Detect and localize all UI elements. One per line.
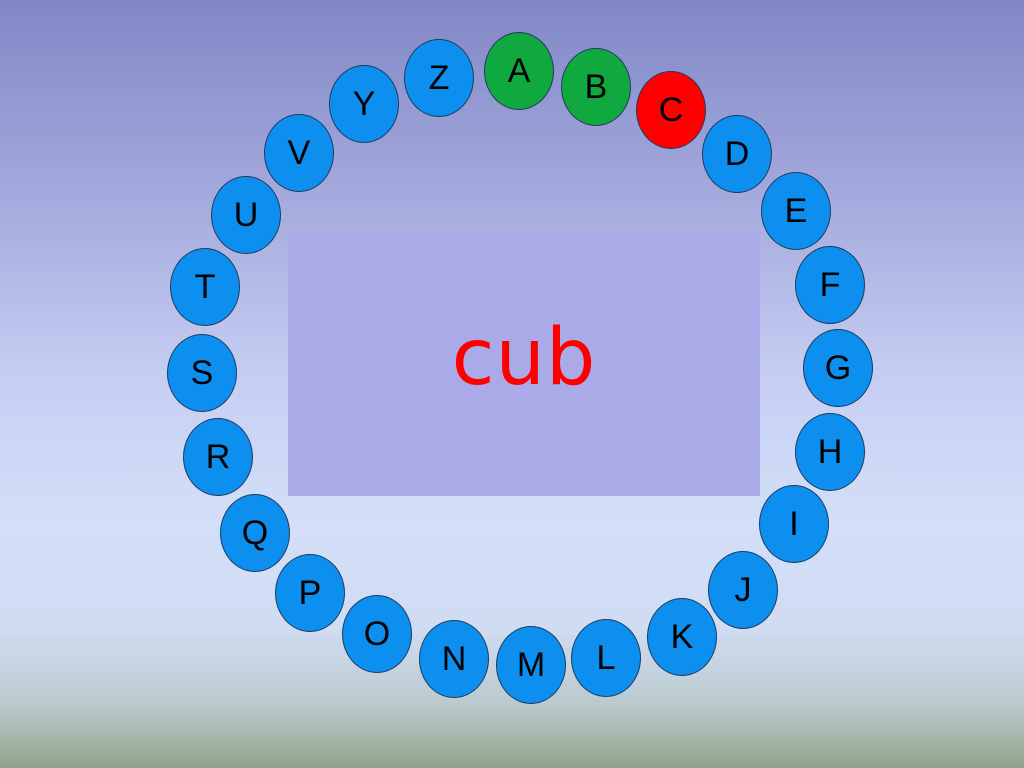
letter-d-button[interactable]: D <box>702 115 772 193</box>
letter-label: K <box>670 617 694 656</box>
letter-u-button[interactable]: U <box>211 176 281 254</box>
letter-label: R <box>205 437 231 476</box>
letter-label: Y <box>352 84 376 123</box>
letter-v-button[interactable]: V <box>264 114 334 192</box>
letter-label: C <box>658 90 684 129</box>
letter-label: H <box>817 432 843 471</box>
target-word: cub <box>451 313 597 403</box>
letter-label: A <box>507 51 531 90</box>
letter-label: I <box>789 504 799 543</box>
letter-label: N <box>441 639 467 678</box>
letter-label: Z <box>428 58 450 97</box>
letter-label: J <box>734 570 752 609</box>
letter-label: L <box>596 638 616 677</box>
letter-q-button[interactable]: Q <box>220 494 290 572</box>
letter-j-button[interactable]: J <box>708 551 778 629</box>
letter-y-button[interactable]: Y <box>329 65 399 143</box>
letter-label: V <box>287 133 311 172</box>
letter-label: Q <box>241 513 269 552</box>
letter-label: O <box>363 614 391 653</box>
letter-label: E <box>784 191 808 230</box>
letter-e-button[interactable]: E <box>761 172 831 250</box>
letter-label: B <box>584 67 608 106</box>
letter-label: D <box>724 134 750 173</box>
letter-p-button[interactable]: P <box>275 554 345 632</box>
letter-label: M <box>516 645 546 684</box>
letter-i-button[interactable]: I <box>759 485 829 563</box>
letter-b-button[interactable]: B <box>561 48 631 126</box>
letter-t-button[interactable]: T <box>170 248 240 326</box>
letter-label: S <box>190 353 214 392</box>
letter-s-button[interactable]: S <box>167 334 237 412</box>
letter-label: G <box>824 348 852 387</box>
letter-k-button[interactable]: K <box>647 598 717 676</box>
word-panel: cub <box>288 232 760 496</box>
letter-g-button[interactable]: G <box>803 329 873 407</box>
letter-label: T <box>194 267 216 306</box>
letter-label: U <box>233 195 259 234</box>
letter-h-button[interactable]: H <box>795 413 865 491</box>
letter-m-button[interactable]: M <box>496 626 566 704</box>
letter-n-button[interactable]: N <box>419 620 489 698</box>
letter-label: P <box>298 573 322 612</box>
letter-f-button[interactable]: F <box>795 246 865 324</box>
letter-z-button[interactable]: Z <box>404 39 474 117</box>
letter-label: F <box>819 265 841 304</box>
letter-c-button[interactable]: C <box>636 71 706 149</box>
letter-l-button[interactable]: L <box>571 619 641 697</box>
letter-r-button[interactable]: R <box>183 418 253 496</box>
letter-o-button[interactable]: O <box>342 595 412 673</box>
letter-a-button[interactable]: A <box>484 32 554 110</box>
